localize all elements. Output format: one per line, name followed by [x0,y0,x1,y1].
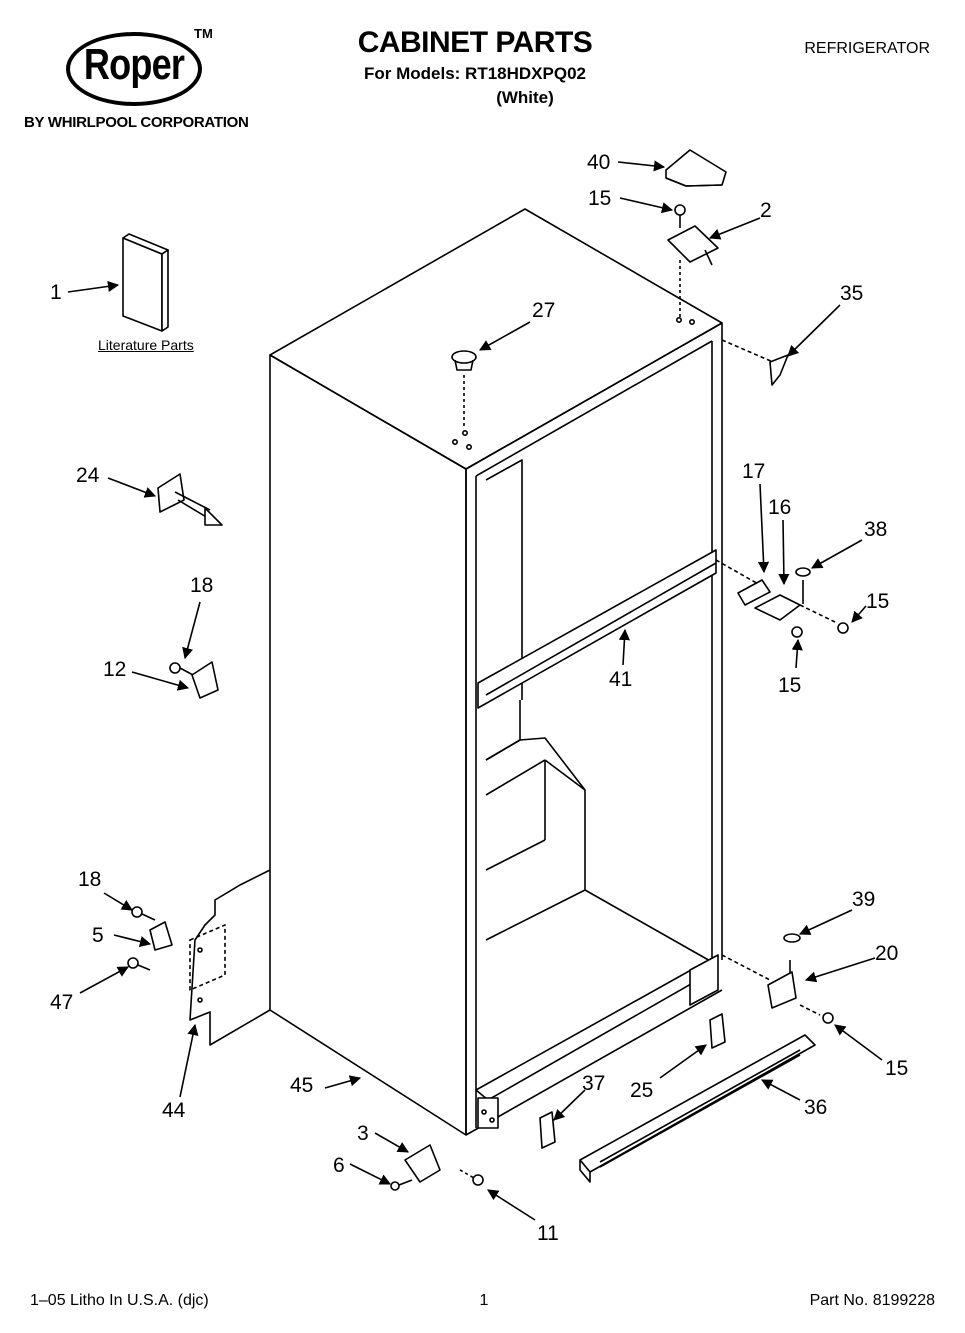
back-panel [189,869,271,1046]
trademark-symbol: TM [194,26,213,41]
category-label: REFRIGERATOR [804,40,930,57]
leader-lines [67,160,883,1221]
callout-45: 45 [290,1074,313,1097]
callout-25: 25 [630,1079,653,1102]
callout-16: 16 [768,496,791,519]
top-hinge-screw [674,204,686,228]
callout-20: 20 [875,942,898,965]
top-hinge [667,225,719,318]
callout-1: 1 [50,281,62,304]
callout-11: 11 [537,1222,559,1245]
top-plug [451,350,477,428]
callout-2: 2 [760,199,772,222]
callout-12: 12 [103,658,126,681]
handle-bracket-12 [169,661,219,699]
page-title: CABINET PARTS [357,26,593,59]
callout-6: 6 [333,1154,345,1177]
callout-24: 24 [76,464,100,487]
callout-17: 17 [742,460,765,483]
door-stop-24 [157,473,223,526]
grille-clips [539,1013,726,1149]
cabinet-plug-35 [721,339,789,386]
top-hinge-cover [665,149,727,187]
callout-47: 47 [50,991,73,1014]
callout-35: 35 [840,282,863,305]
leveling-parts [390,1144,484,1191]
roper-logo-ellipse [66,32,202,106]
callout-38: 38 [864,518,887,541]
callout-36: 36 [804,1096,827,1119]
callout-41: 41 [609,668,632,691]
part-number: Part No. 8199228 [809,1292,935,1309]
callout-15-top: 15 [588,187,611,210]
callout-3: 3 [357,1122,369,1145]
brand-subtitle: BY WHIRLPOOL CORPORATION [24,114,249,131]
callout-37: 37 [582,1072,605,1095]
bottom-hinge [721,933,834,1024]
center-hinge [715,559,849,638]
callout-27: 27 [532,299,555,322]
callout-15-middle-right: 15 [866,590,889,613]
page-number: 1 [479,1292,489,1309]
callout-44: 44 [162,1099,186,1122]
color-line: (White) [496,88,554,107]
callout-15-middle-bottom: 15 [778,674,801,697]
toe-grille [579,1034,816,1183]
callout-18-lower: 18 [78,868,101,891]
literature-parts-label: Literature Parts [98,337,194,353]
literature-booklet [122,233,169,332]
cabinet-body [269,208,723,1136]
lower-left-parts [127,906,173,971]
callout-40: 40 [587,151,610,174]
footer-print-info: 1–05 Litho In U.S.A. (djc) [30,1292,209,1309]
roper-logo-text: Roper [83,40,185,89]
callout-39: 39 [852,888,875,911]
callout-5: 5 [92,924,104,947]
models-line: For Models: RT18HDXPQ02 [364,64,586,83]
callout-18-upper: 18 [190,574,213,597]
callout-15-bottom: 15 [885,1057,908,1080]
